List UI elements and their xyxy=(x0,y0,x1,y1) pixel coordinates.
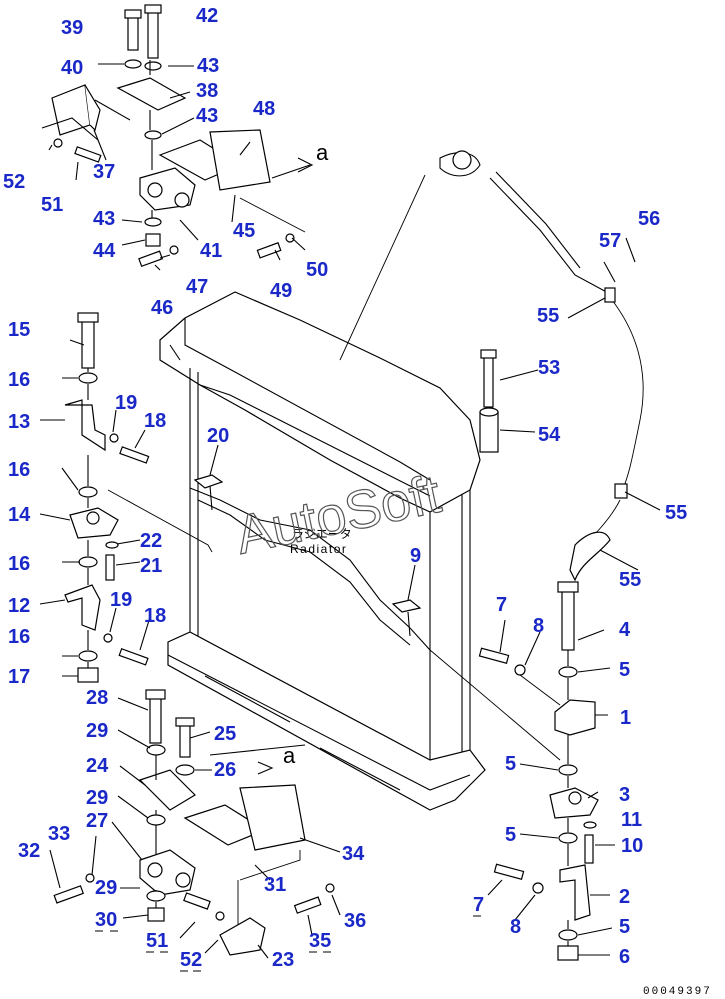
callout-25: 25 xyxy=(214,723,236,745)
callout-32: 32 xyxy=(18,840,40,862)
callout-38: 38 xyxy=(196,80,218,102)
callout-43: 43 xyxy=(196,105,218,127)
callout-18: 18 xyxy=(144,605,166,627)
callout-56: 56 xyxy=(638,208,660,230)
callout-16: 16 xyxy=(8,553,30,575)
callout-52: 52 xyxy=(3,171,25,193)
callout-7: 7 xyxy=(473,894,484,916)
callout-27: 27 xyxy=(86,810,108,832)
callout-9: 9 xyxy=(410,545,421,567)
callout-6: 6 xyxy=(619,946,630,968)
callout-29: 29 xyxy=(86,720,108,742)
callout-8: 8 xyxy=(510,916,521,938)
callout-36: 36 xyxy=(344,910,366,932)
callout-21: 21 xyxy=(140,555,162,577)
overflow-hose xyxy=(339,150,644,582)
leader-lines xyxy=(39,63,661,959)
callout-16: 16 xyxy=(8,459,30,481)
top-mount-assembly: a xyxy=(41,4,329,268)
radiator-label-jp: ラジエータ xyxy=(292,527,352,541)
callout-16: 16 xyxy=(8,369,30,391)
callout-44: 44 xyxy=(93,240,116,262)
callout-labels: 39 42 40 43 38 43 48 52 37 51 43 45 44 4… xyxy=(3,5,687,971)
callout-4: 4 xyxy=(619,619,631,641)
callout-43: 43 xyxy=(93,208,115,230)
callout-55: 55 xyxy=(665,502,687,524)
callout-18: 18 xyxy=(144,410,166,432)
callout-47: 47 xyxy=(186,276,208,298)
callout-51: 51 xyxy=(41,194,63,216)
drawing-code: 00049397 xyxy=(643,986,712,998)
callout-26: 26 xyxy=(214,759,236,781)
view-ref-top: a xyxy=(316,140,329,165)
callout-34: 34 xyxy=(342,843,365,865)
callout-29: 29 xyxy=(95,877,117,899)
callout-23: 23 xyxy=(272,949,294,971)
callout-31: 31 xyxy=(264,874,286,896)
callout-22: 22 xyxy=(140,530,162,552)
callout-3: 3 xyxy=(619,784,630,806)
callout-17: 17 xyxy=(8,666,30,688)
callout-46: 46 xyxy=(151,297,173,319)
callout-55: 55 xyxy=(619,569,641,591)
callout-10: 10 xyxy=(621,835,643,857)
callout-52: 52 xyxy=(180,949,202,971)
radiator-core: ラジエータ Radiator AutoSoft xyxy=(159,291,499,811)
callout-57: 57 xyxy=(599,230,621,252)
right-mount-stack xyxy=(429,581,599,961)
callout-45: 45 xyxy=(233,220,255,242)
label-underline-marks xyxy=(95,915,481,972)
callout-35: 35 xyxy=(309,930,331,952)
callout-5: 5 xyxy=(619,659,630,681)
callout-42: 42 xyxy=(196,5,218,27)
radiator-label-en: Radiator xyxy=(290,542,347,556)
callout-55: 55 xyxy=(537,305,559,327)
callout-53: 53 xyxy=(538,357,560,379)
callout-20: 20 xyxy=(207,425,229,447)
callout-39: 39 xyxy=(61,17,83,39)
callout-12: 12 xyxy=(8,595,30,617)
callout-16: 16 xyxy=(8,626,30,648)
callout-5: 5 xyxy=(619,916,630,938)
callout-30: 30 xyxy=(95,909,117,931)
callout-54: 54 xyxy=(538,424,561,446)
callout-41: 41 xyxy=(200,240,222,262)
callout-24: 24 xyxy=(86,755,109,777)
callout-29: 29 xyxy=(86,787,108,809)
callout-40: 40 xyxy=(61,57,83,79)
callout-2: 2 xyxy=(619,886,630,908)
callout-1: 1 xyxy=(620,707,631,729)
callout-11: 11 xyxy=(621,809,642,831)
callout-43: 43 xyxy=(197,55,219,77)
callout-49: 49 xyxy=(270,280,292,302)
left-mount-stack xyxy=(64,312,213,683)
callout-5: 5 xyxy=(505,824,516,846)
callout-5: 5 xyxy=(505,753,516,775)
callout-19: 19 xyxy=(115,392,137,414)
callout-8: 8 xyxy=(533,615,544,637)
callout-15: 15 xyxy=(8,319,30,341)
callout-14: 14 xyxy=(8,504,31,526)
callout-19: 19 xyxy=(110,589,132,611)
callout-51: 51 xyxy=(146,930,168,952)
callout-13: 13 xyxy=(8,411,30,433)
callout-28: 28 xyxy=(86,687,108,709)
view-ref-bottom: a xyxy=(283,743,296,768)
callout-37: 37 xyxy=(93,161,115,183)
callout-48: 48 xyxy=(253,98,275,120)
callout-7: 7 xyxy=(496,594,507,616)
callout-33: 33 xyxy=(48,823,70,845)
callout-50: 50 xyxy=(306,259,328,281)
bottom-mount-assembly: a xyxy=(53,689,335,956)
